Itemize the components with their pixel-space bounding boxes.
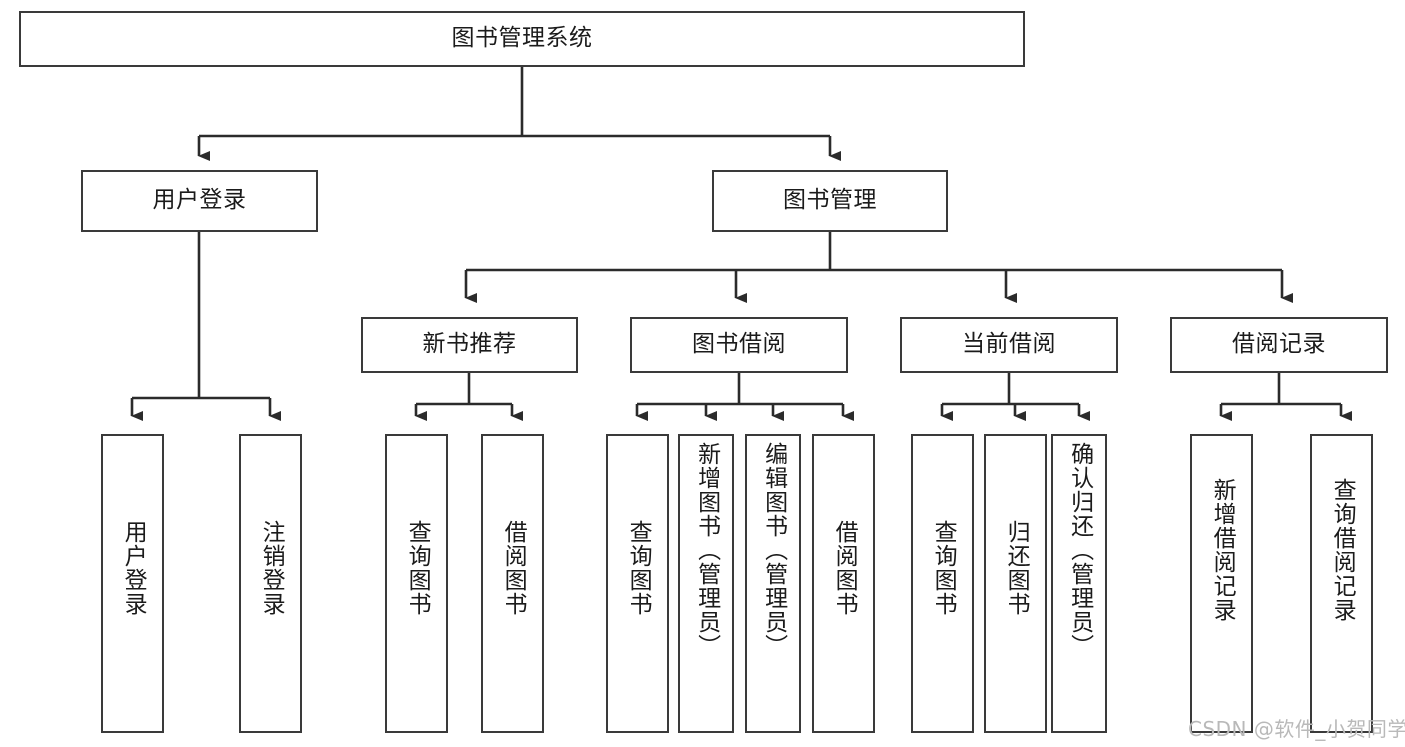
node-book-borrow-label: 图书借阅 (692, 331, 786, 358)
leaf-user-login[interactable]: 用户登录 (101, 434, 164, 733)
node-borrow-record[interactable]: 借阅记录 (1170, 317, 1388, 373)
node-new-book-recommend[interactable]: 新书推荐 (361, 317, 578, 373)
leaf-add-book-admin-label: 新增图书（管理员） (693, 442, 720, 658)
leaf-add-borrow-record-label: 新增借阅记录 (1209, 478, 1236, 622)
leaf-confirm-return-admin-label: 确认归还（管理员） (1066, 442, 1093, 658)
leaf-logout-label: 注销登录 (258, 520, 285, 616)
leaf-edit-book-admin-label: 编辑图书（管理员） (760, 442, 787, 658)
leaf-query-book-recommend-label: 查询图书 (404, 520, 431, 616)
node-new-book-recommend-label: 新书推荐 (422, 331, 517, 358)
leaf-borrow-book[interactable]: 借阅图书 (812, 434, 875, 733)
leaf-query-book-borrow[interactable]: 查询图书 (606, 434, 669, 733)
leaf-query-book-borrow-label: 查询图书 (625, 520, 652, 616)
node-current-borrow[interactable]: 当前借阅 (900, 317, 1118, 373)
leaf-add-borrow-record[interactable]: 新增借阅记录 (1190, 434, 1253, 733)
csdn-watermark: CSDN @软件_小贺同学 (1188, 717, 1405, 741)
node-root[interactable]: 图书管理系统 (19, 11, 1025, 67)
leaf-borrow-book-label: 借阅图书 (831, 520, 858, 616)
leaf-return-book[interactable]: 归还图书 (984, 434, 1047, 733)
leaf-query-book-current[interactable]: 查询图书 (911, 434, 974, 733)
leaf-borrow-book-recommend-label: 借阅图书 (500, 520, 527, 616)
leaf-edit-book-admin[interactable]: 编辑图书（管理员） (745, 434, 801, 733)
node-book-borrow[interactable]: 图书借阅 (630, 317, 848, 373)
node-borrow-record-label: 借阅记录 (1232, 331, 1326, 358)
node-user-login-label: 用户登录 (152, 187, 247, 214)
leaf-return-book-label: 归还图书 (1003, 520, 1030, 616)
node-current-borrow-label: 当前借阅 (962, 331, 1056, 358)
node-root-label: 图书管理系统 (451, 25, 593, 52)
leaf-query-borrow-record[interactable]: 查询借阅记录 (1310, 434, 1373, 733)
leaf-user-login-label: 用户登录 (120, 520, 147, 616)
leaf-add-book-admin[interactable]: 新增图书（管理员） (678, 434, 734, 733)
leaf-confirm-return-admin[interactable]: 确认归还（管理员） (1051, 434, 1107, 733)
leaf-borrow-book-recommend[interactable]: 借阅图书 (481, 434, 544, 733)
leaf-logout[interactable]: 注销登录 (239, 434, 302, 733)
leaf-query-borrow-record-label: 查询借阅记录 (1329, 478, 1356, 622)
node-book-management-label: 图书管理 (783, 187, 877, 214)
leaf-query-book-current-label: 查询图书 (930, 520, 957, 616)
node-user-login[interactable]: 用户登录 (81, 170, 318, 232)
leaf-query-book-recommend[interactable]: 查询图书 (385, 434, 448, 733)
node-book-management[interactable]: 图书管理 (712, 170, 948, 232)
